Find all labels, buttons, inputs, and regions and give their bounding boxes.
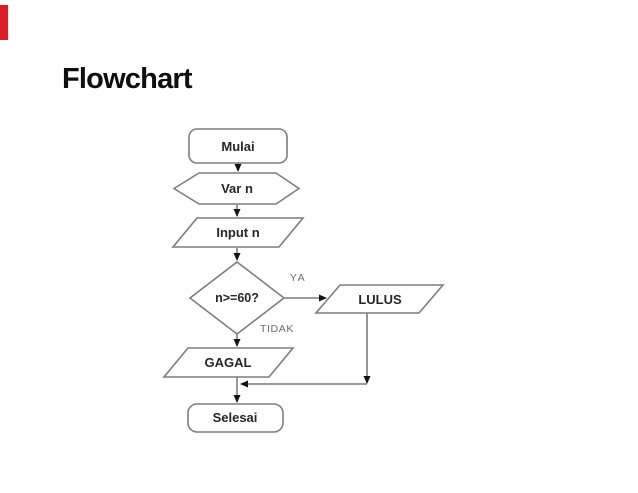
node-start-shape	[188, 128, 288, 164]
node-decision-label: n>=60?	[215, 291, 259, 305]
node-declare-label: Var n	[221, 181, 253, 196]
node-start-label: Mulai	[221, 139, 254, 154]
node-fail-label: GAGAL	[205, 355, 252, 370]
node-input-label: Input n	[216, 225, 259, 240]
node-fail-shape	[162, 347, 295, 378]
node-input-shape	[171, 217, 305, 248]
branch-label-no: TIDAK	[260, 323, 294, 335]
slide-accent-bar	[0, 5, 8, 40]
node-declare-shape	[172, 172, 301, 205]
node-decision-shape	[188, 260, 286, 336]
node-pass-shape	[314, 284, 445, 314]
branch-label-yes: YA	[290, 272, 306, 284]
flowchart-connectors	[233, 163, 371, 403]
slide-title: Flowchart	[62, 63, 193, 95]
flowchart-labels: Mulai Var n Input n n>=60? LULUS GAGAL S…	[205, 139, 402, 425]
flowchart-shapes	[162, 128, 445, 433]
node-end-shape	[187, 403, 284, 433]
node-end-label: Selesai	[213, 410, 258, 425]
node-pass-label: LULUS	[358, 292, 402, 307]
